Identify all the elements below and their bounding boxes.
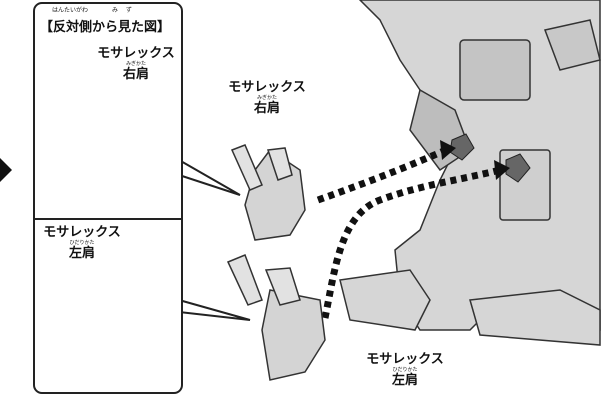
bubble-tail-top [178, 158, 241, 196]
left-shoulder-part-illustration [226, 254, 326, 381]
panel-left-part: 左肩 [68, 246, 95, 261]
callout-left-shoulder: モサレックス ひだりかた 左肩 [350, 352, 460, 388]
panel-divider [33, 218, 181, 220]
panel-right-shoulder-label: モサレックス みぎかた 右肩 [88, 46, 184, 82]
arrow-left-indicator [0, 158, 12, 182]
robot-body-illustration [339, 0, 601, 346]
panel-left-shoulder-label: モサレックス ひだりかた 左肩 [34, 225, 130, 261]
left-shoulder-slot [505, 153, 531, 183]
panel-title-ruby: はんたいがわ み ず [52, 7, 132, 14]
callout-left-name: モサレックス [366, 352, 444, 367]
arrowhead-right-shoulder [440, 140, 456, 160]
reverse-view-panel [33, 2, 183, 394]
panel-right-ruby: みぎかた [125, 61, 146, 67]
callout-left-part: 左肩 [391, 373, 418, 388]
callout-right-part: 右肩 [253, 101, 280, 116]
arrowhead-left-shoulder [494, 160, 510, 180]
panel-right-name: モサレックス [97, 46, 175, 61]
callout-left-ruby: ひだりかた [392, 367, 418, 373]
arrow-right-shoulder [316, 146, 448, 204]
arrow-left-shoulder [321, 166, 501, 319]
panel-left-name: モサレックス [43, 225, 121, 240]
callout-right-shoulder: モサレックス みぎかた 右肩 [212, 80, 322, 116]
callout-right-ruby: みぎかた [256, 95, 277, 101]
panel-title: 【反対側から見た図】 [40, 20, 171, 35]
bubble-tail-bottom [178, 298, 251, 321]
panel-right-part: 右肩 [122, 67, 149, 82]
panel-left-ruby: ひだりかた [69, 240, 95, 246]
right-shoulder-part-illustration [230, 144, 306, 241]
callout-right-name: モサレックス [228, 80, 306, 95]
